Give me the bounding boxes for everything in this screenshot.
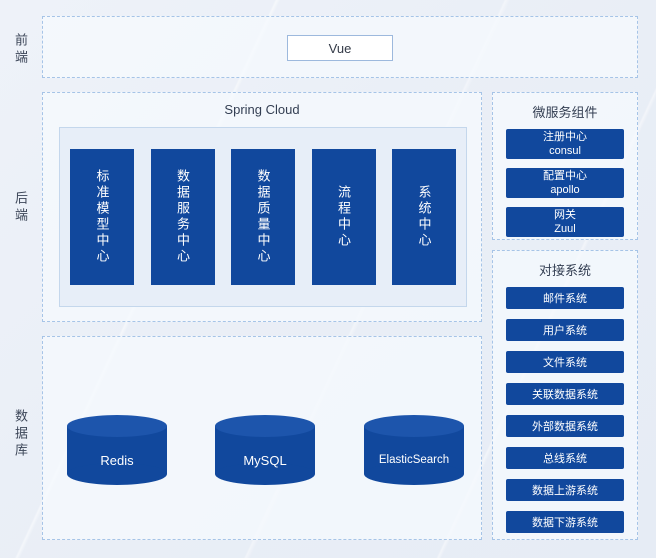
spring-cloud-panel: 标准模型中心 数据服务中心 数据质量中心 流程中心 系统中心 bbox=[59, 127, 467, 307]
ms-item-config-name: 配置中心 bbox=[543, 170, 587, 182]
database-cylinder-mysql: MySQL bbox=[215, 415, 315, 485]
int-item-user: 用户系统 bbox=[506, 319, 624, 341]
int-item-mail: 邮件系统 bbox=[506, 287, 624, 309]
side-label-frontend: 前端 bbox=[13, 33, 28, 67]
database-section: Redis MySQL ElasticSearch bbox=[42, 336, 482, 540]
backend-section: Spring Cloud 标准模型中心 数据服务中心 数据质量中心 流程中心 系… bbox=[42, 92, 482, 322]
center-box-process: 流程中心 bbox=[311, 149, 376, 285]
integrations-list: 邮件系统 用户系统 文件系统 关联数据系统 外部数据系统 总线系统 数据上游系统… bbox=[493, 279, 637, 533]
side-label-database: 数据库 bbox=[13, 409, 28, 460]
microservices-section: 微服务组件 注册中心 consul 配置中心 apollo 网关 Zuul bbox=[492, 92, 638, 240]
database-cylinder-redis: Redis bbox=[67, 415, 167, 485]
int-item-related-data: 关联数据系统 bbox=[506, 383, 624, 405]
database-cylinder-elasticsearch: ElasticSearch bbox=[364, 415, 464, 485]
int-item-external-data: 外部数据系统 bbox=[506, 415, 624, 437]
database-label-elasticsearch: ElasticSearch bbox=[378, 454, 450, 466]
center-box-standard-model: 标准模型中心 bbox=[70, 149, 134, 285]
database-label-redis: Redis bbox=[100, 452, 134, 468]
vue-node: Vue bbox=[287, 35, 393, 61]
center-box-data-quality: 数据质量中心 bbox=[231, 149, 295, 285]
integrations-section: 对接系统 邮件系统 用户系统 文件系统 关联数据系统 外部数据系统 总线系统 数… bbox=[492, 250, 638, 540]
ms-item-gateway: 网关 Zuul bbox=[506, 207, 624, 237]
center-box-data-service: 数据服务中心 bbox=[150, 149, 215, 285]
microservices-title: 微服务组件 bbox=[532, 105, 598, 120]
ms-item-config-tech: apollo bbox=[550, 184, 580, 196]
vue-node-label: Vue bbox=[328, 40, 352, 56]
side-label-backend: 后端 bbox=[13, 191, 28, 225]
int-item-file: 文件系统 bbox=[506, 351, 624, 373]
ms-item-gateway-tech: Zuul bbox=[554, 223, 576, 235]
int-item-bus: 总线系统 bbox=[506, 447, 624, 469]
microservices-list: 注册中心 consul 配置中心 apollo 网关 Zuul bbox=[493, 121, 637, 237]
int-item-upstream: 数据上游系统 bbox=[506, 479, 624, 501]
frontend-section: Vue bbox=[42, 16, 638, 78]
integrations-title: 对接系统 bbox=[538, 263, 591, 278]
database-label-mysql: MySQL bbox=[243, 452, 287, 468]
ms-item-config: 配置中心 apollo bbox=[506, 168, 624, 198]
ms-item-registry-tech: consul bbox=[549, 145, 581, 157]
ms-item-gateway-name: 网关 bbox=[554, 209, 576, 221]
ms-item-registry: 注册中心 consul bbox=[506, 129, 624, 159]
center-box-system: 系统中心 bbox=[392, 149, 456, 285]
int-item-downstream: 数据下游系统 bbox=[506, 511, 624, 533]
ms-item-registry-name: 注册中心 bbox=[543, 131, 587, 143]
spring-cloud-title: Spring Cloud bbox=[224, 102, 300, 117]
